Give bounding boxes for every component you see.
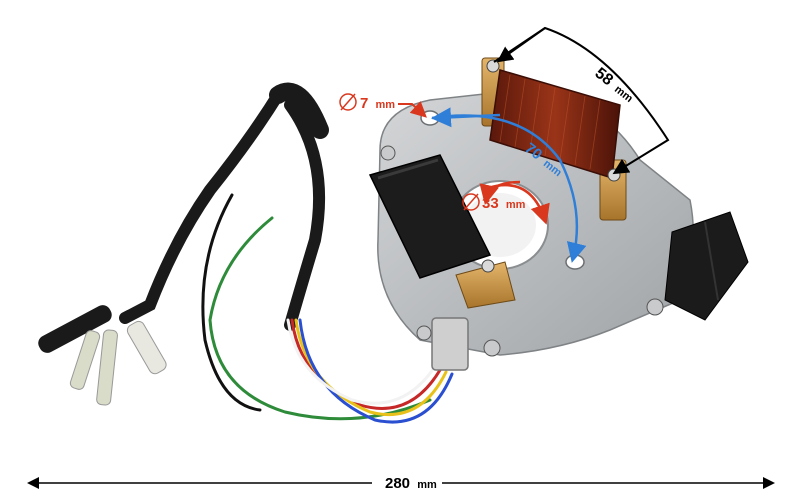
wiring-harness <box>38 82 469 424</box>
screw <box>646 298 664 316</box>
screw <box>483 339 501 357</box>
dimension-center-bore: 33 mm <box>462 180 550 225</box>
svg-text:280 mm: 280 mm <box>385 475 437 492</box>
coil-spacing-unit: mm <box>612 83 635 105</box>
dimension-overall-length: 280 mm <box>27 475 775 492</box>
hole-diameter-unit: mm <box>376 99 396 111</box>
svg-text:33 mm: 33 mm <box>482 195 526 212</box>
coil-spacing-value: 58 <box>592 65 617 89</box>
mounting-hole <box>565 254 585 270</box>
overall-length-value: 280 <box>385 475 410 492</box>
copper-charging-coil <box>481 57 627 221</box>
center-bore-value: 33 <box>482 195 499 212</box>
screw <box>416 325 432 341</box>
center-bore-unit: mm <box>506 199 526 211</box>
hole-diameter-value: 7 <box>360 95 368 112</box>
svg-text:7 mm: 7 mm <box>360 95 395 112</box>
dimension-hole-diameter: 7 mm <box>339 93 427 118</box>
screw <box>380 145 396 161</box>
overall-length-unit: mm <box>417 479 437 491</box>
black-connector <box>664 211 749 321</box>
black-ignition-coil <box>368 154 516 309</box>
